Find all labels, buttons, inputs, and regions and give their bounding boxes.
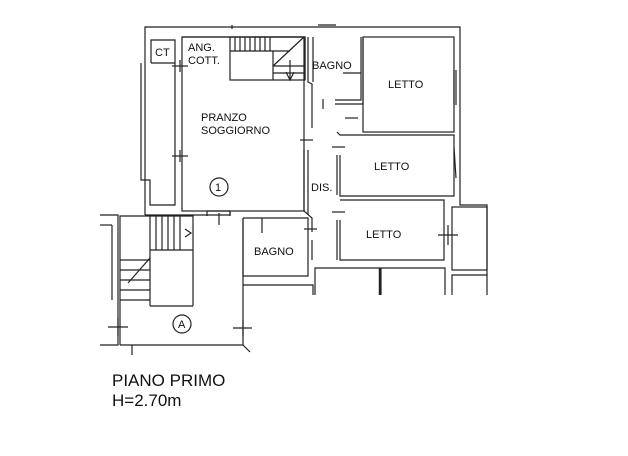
stair-top-treads [230, 36, 305, 82]
room-soggiorno: SOGGIORNO [201, 125, 271, 137]
room-ct: CT [155, 47, 170, 59]
ceiling-height: H=2.70m [112, 391, 182, 410]
room-bagno-bottom: BAGNO [254, 246, 294, 258]
svg-text:1: 1 [215, 182, 221, 194]
room-labels: CT ANG. COTT. BAGNO LETTO PRANZO SOGGIOR… [155, 42, 424, 258]
floor-title: PIANO PRIMO [112, 371, 226, 390]
marker-a: A [172, 314, 192, 334]
room-dis: DIS. [311, 182, 332, 194]
room-bagno-top: BAGNO [312, 60, 352, 72]
marker-1: 1 [209, 177, 229, 197]
room-ang-cott-line2: COTT. [188, 55, 220, 67]
room-letto-3: LETTO [366, 229, 402, 241]
stair-bottom-treads [120, 216, 193, 301]
room-letto-1: LETTO [388, 79, 424, 91]
room-letto-2: LETTO [374, 161, 410, 173]
svg-text:A: A [178, 319, 186, 331]
room-pranzo: PRANZO [201, 112, 247, 124]
walls [100, 24, 488, 355]
room-ang-cott-line1: ANG. [188, 42, 215, 54]
